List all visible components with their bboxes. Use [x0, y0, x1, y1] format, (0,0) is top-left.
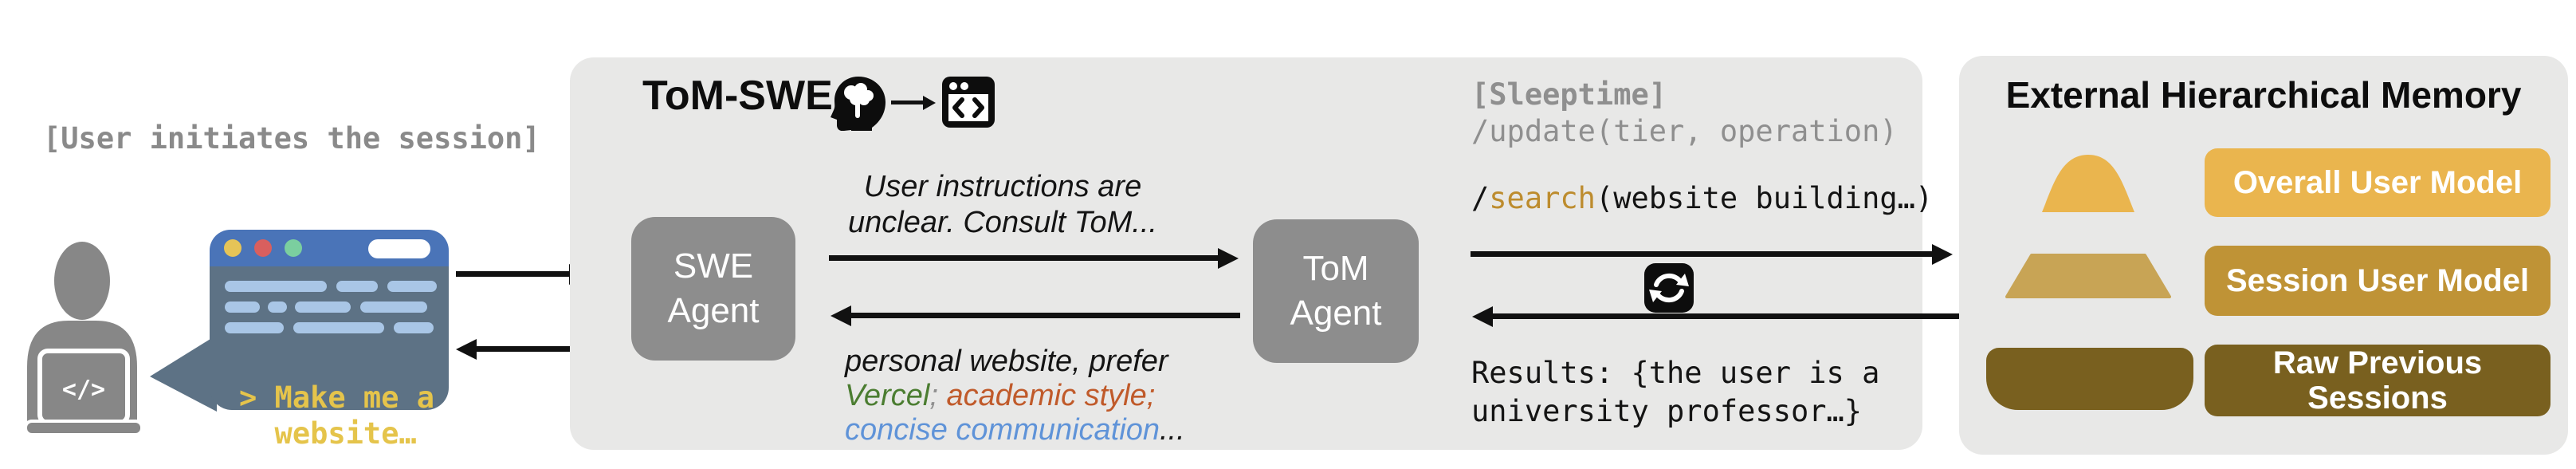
pyramid-bottom-tier-shape [1986, 348, 2193, 410]
search-slash: / [1471, 181, 1490, 215]
consult-note-line2: unclear. Consult ToM... [848, 206, 1157, 239]
preference-ellipsis: ... [1159, 413, 1185, 447]
swe-agent-label-line1: SWE [673, 246, 754, 286]
preference-vercel: Vercel [845, 379, 930, 412]
text-line-bar [225, 302, 260, 313]
consult-note-line1: User instructions are [863, 170, 1142, 203]
arrow-head-to-code [891, 100, 923, 104]
arrow-swe-to-user [477, 346, 591, 352]
head-brain-icon [831, 77, 886, 131]
browser-content: > Make me a website… [210, 266, 449, 451]
preference-concise: concise communication [845, 413, 1160, 447]
pyramid-middle-tier-shape [2005, 254, 2171, 298]
tom-agent-label-line1: ToM [1302, 249, 1369, 288]
memory-label-session: Session User Model [2205, 246, 2550, 316]
arrow-tom-to-swe [851, 313, 1240, 318]
results-line2: university professor…} [1471, 394, 1863, 428]
text-line-bar [387, 281, 437, 292]
arrow-swe-to-tom [829, 255, 1218, 261]
window-dot-green-icon [285, 239, 302, 257]
preference-line1: personal website, prefer [845, 345, 1168, 378]
text-line-bar [295, 302, 351, 313]
text-line-bar [293, 322, 384, 333]
window-dot-yellow-icon [224, 239, 242, 257]
sync-icon [1644, 263, 1694, 313]
update-command: /update(tier, operation) [1471, 114, 1898, 148]
memory-label-overall: Overall User Model [2205, 148, 2550, 217]
memory-panel-title: External Hierarchical Memory [2005, 74, 2522, 116]
user-prompt-line1: > Make me a [239, 380, 435, 415]
text-line-bar [225, 281, 327, 292]
laptop-code-glyph: </> [62, 376, 105, 404]
consult-note: User instructions are unclear. Consult T… [787, 169, 1218, 241]
sleeptime-tag: [Sleeptime] [1471, 77, 1667, 112]
window-dot-red-icon [254, 239, 272, 257]
preference-note: personal website, prefer Vercel; academi… [845, 345, 1403, 447]
text-line-bar [268, 302, 287, 313]
user-at-laptop-icon: </> [24, 242, 143, 436]
search-keyword: search [1489, 181, 1596, 215]
pyramid-top-tier-shape [2042, 155, 2134, 212]
browser-speech-bubble: > Make me a website… [210, 230, 449, 451]
user-prompt-line2: website… [239, 416, 417, 451]
speech-bubble-tail [150, 335, 217, 412]
preference-academic: academic style; [946, 379, 1156, 412]
tom-agent-label-line2: Agent [1290, 294, 1382, 333]
search-results-text: Results: {the user is a university profe… [1471, 354, 1879, 431]
arrow-tom-to-memory [1471, 251, 1932, 257]
panel-title: ToM-SWE [642, 73, 833, 119]
results-line1: Results: {the user is a [1471, 356, 1880, 390]
text-line-bar [336, 281, 378, 292]
address-pill [368, 239, 430, 258]
text-line-bar [225, 322, 284, 333]
code-window-icon [942, 77, 995, 128]
arrow-user-to-swe [456, 271, 569, 277]
text-line-bar [360, 302, 427, 313]
search-args: (website building…) [1595, 181, 1934, 215]
preference-line3: concise communication... [845, 413, 1403, 447]
browser-title-bar [210, 230, 449, 266]
swe-agent-box: SWE Agent [631, 217, 795, 361]
text-line-bar [394, 322, 434, 333]
preference-line2: Vercel; academic style; [845, 379, 1403, 413]
search-command: /search(website building…) [1471, 180, 1933, 217]
user-prompt-text: > Make me a website… [239, 380, 434, 451]
swe-agent-label-line2: Agent [667, 291, 760, 330]
arrow-memory-to-tom [1493, 313, 2028, 319]
tom-agent-box: ToM Agent [1253, 219, 1419, 363]
memory-label-raw-sessions: Raw Previous Sessions [2205, 345, 2550, 416]
session-caption: [User initiates the session] [43, 121, 540, 156]
preference-separator: ; [929, 379, 947, 412]
